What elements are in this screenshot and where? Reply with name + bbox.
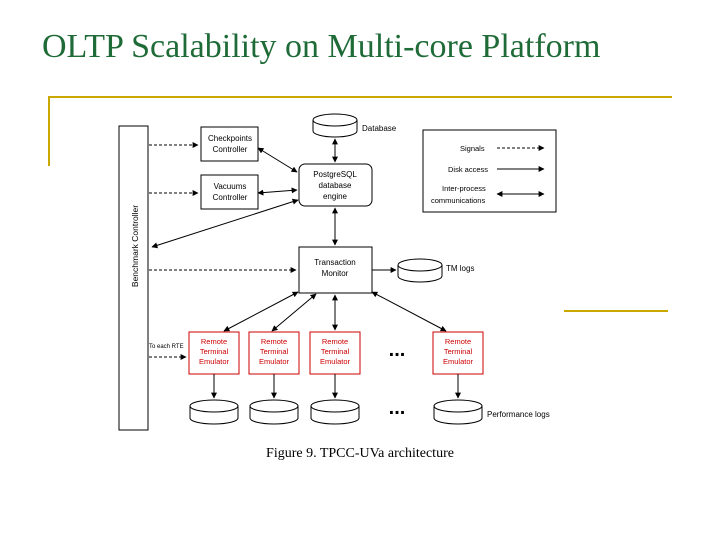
rte-4: Remote Terminal Emulator — [432, 331, 484, 375]
transaction-monitor-box — [298, 246, 373, 294]
postgresql-engine-box — [298, 163, 373, 207]
performance-logs-label: Performance logs — [487, 410, 550, 419]
accent-rule-top — [48, 96, 672, 98]
ipc-monitor-rte2-arrow — [271, 293, 317, 332]
rte-3-label-1: Remote — [322, 337, 348, 346]
ipc-monitor-rte4-arrow — [371, 291, 447, 332]
rte-2-label-2: Terminal — [260, 347, 289, 356]
rte-3-label-3: Emulator — [320, 357, 351, 366]
checkpoints-controller-label-1: Checkpoints — [208, 134, 252, 143]
rte-4-label-1: Remote — [445, 337, 471, 346]
database-label: Database — [362, 124, 397, 133]
perf-ellipsis: ... — [389, 397, 406, 419]
perf-disk-3 — [310, 399, 360, 425]
ipc-vacuums-engine-arrow — [257, 187, 298, 196]
rte-1: Remote Terminal Emulator — [188, 331, 240, 375]
ipc-checkpoints-engine-arrow — [257, 147, 298, 173]
ipc-controller-engine-arrow — [151, 198, 299, 249]
tm-logs-label: TM logs — [446, 264, 474, 273]
legend-ipc-label-1: Inter-process — [442, 184, 486, 193]
legend-box — [422, 129, 557, 213]
accent-rule-vertical — [48, 96, 50, 166]
rte-4-label-2: Terminal — [444, 347, 473, 356]
postgresql-label-2: database — [319, 181, 352, 190]
checkpoints-controller-box — [200, 126, 259, 162]
tm-logs-disk — [397, 258, 443, 283]
slide-title: OLTP Scalability on Multi-core Platform — [42, 28, 601, 65]
rte-2-label-1: Remote — [261, 337, 287, 346]
vacuums-controller-box — [200, 174, 259, 210]
rte-1-label-3: Emulator — [199, 357, 230, 366]
rte-3: Remote Terminal Emulator — [309, 331, 361, 375]
database-disk — [312, 113, 358, 138]
postgresql-label-1: PostgreSQL — [313, 170, 357, 179]
rte-2-label-3: Emulator — [259, 357, 290, 366]
benchmark-controller-box — [118, 125, 149, 431]
vacuums-controller-label-1: Vacuums — [214, 182, 247, 191]
postgresql-label-3: engine — [323, 192, 348, 201]
legend-signals-label: Signals — [460, 144, 485, 153]
perf-disk-4 — [433, 399, 483, 425]
perf-disk-2 — [249, 399, 299, 425]
checkpoints-controller-label-2: Controller — [213, 145, 248, 154]
perf-disk-1 — [189, 399, 239, 425]
legend-disk-label: Disk access — [448, 165, 488, 174]
rte-1-label-2: Terminal — [200, 347, 229, 356]
to-each-rte-label: To each RTE — [149, 344, 184, 350]
rte-1-label-1: Remote — [201, 337, 227, 346]
legend-ipc-label-2: communications — [431, 196, 485, 205]
figure-caption: Figure 9. TPCC-UVa architecture — [266, 446, 454, 461]
ipc-monitor-rte1-arrow — [223, 291, 299, 332]
rte-2: Remote Terminal Emulator — [248, 331, 300, 375]
accent-rule-right — [564, 310, 668, 312]
benchmark-controller-label: Benchmark Controller — [130, 205, 140, 287]
vacuums-controller-label-2: Controller — [213, 193, 248, 202]
rte-3-label-2: Terminal — [321, 347, 350, 356]
rte-ellipsis: ... — [389, 339, 406, 361]
transaction-monitor-label-2: Monitor — [322, 269, 349, 278]
rte-4-label-3: Emulator — [443, 357, 474, 366]
transaction-monitor-label-1: Transaction — [314, 258, 356, 267]
